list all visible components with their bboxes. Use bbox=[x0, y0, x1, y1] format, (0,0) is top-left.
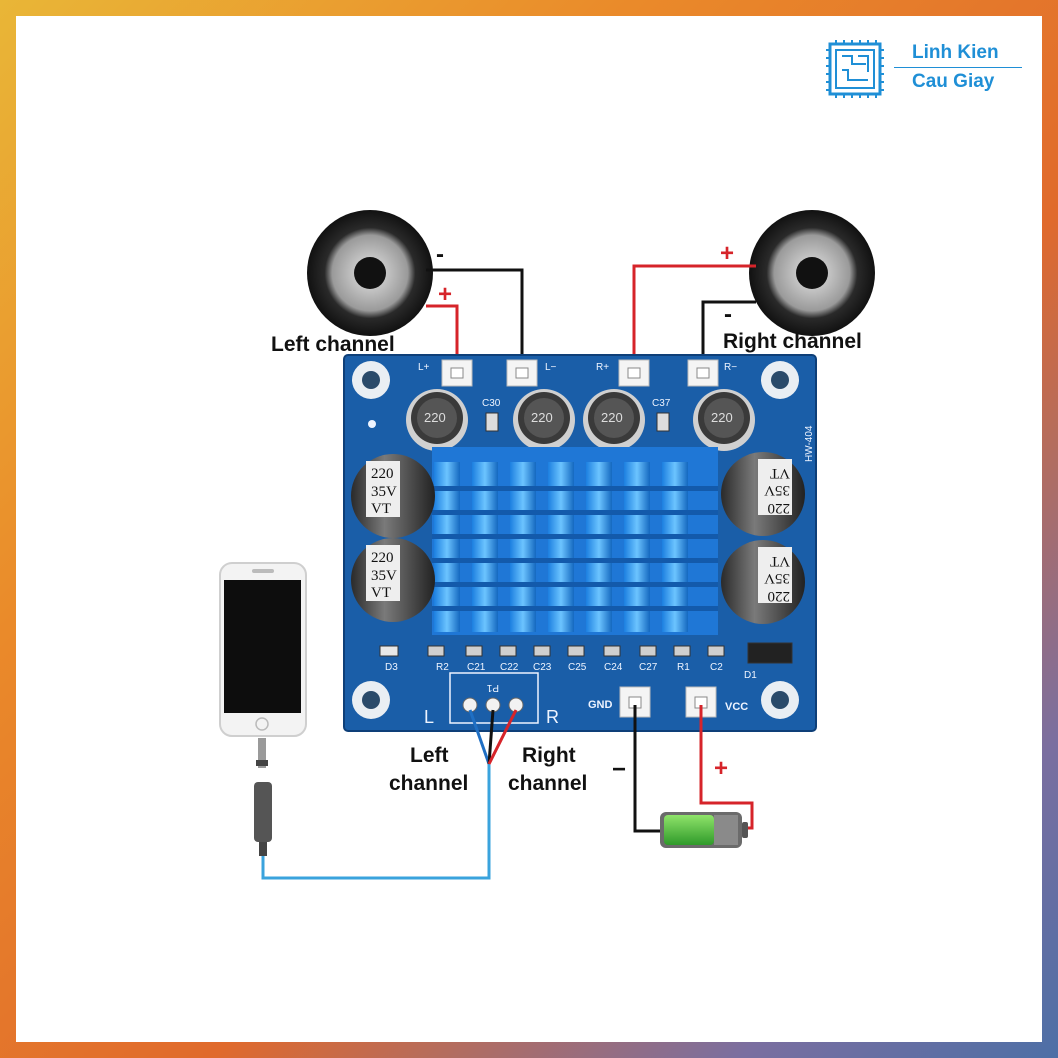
smartphone bbox=[219, 562, 307, 737]
input-left-label-line2: channel bbox=[389, 772, 468, 795]
right-speaker bbox=[749, 210, 875, 336]
chip-icon bbox=[826, 40, 884, 98]
input-right-mark: R bbox=[546, 707, 559, 727]
smd-component-row bbox=[379, 642, 793, 664]
brand-name-line1: Linh Kien bbox=[912, 42, 999, 63]
brand-name-line2: Cau Giay bbox=[912, 71, 995, 92]
capacitor-left-top: 220 35V VT bbox=[351, 454, 435, 538]
inductor-value: 220 bbox=[601, 410, 623, 425]
svg-text:220: 220 bbox=[371, 550, 394, 566]
silk-c24: C24 bbox=[604, 662, 623, 673]
svg-text:220: 220 bbox=[768, 500, 791, 516]
input-ground-wire bbox=[487, 709, 495, 765]
power-plus-sign: + bbox=[714, 755, 728, 782]
board-model-label: HW-404 bbox=[804, 425, 815, 462]
inductor-value: 220 bbox=[424, 410, 446, 425]
silk-c22: C22 bbox=[500, 662, 519, 673]
inductors: 220 220 220 220 bbox=[406, 389, 755, 451]
silk-c25: C25 bbox=[568, 662, 587, 673]
right-speaker-plus-wire bbox=[632, 264, 756, 370]
battery-icon bbox=[660, 812, 748, 848]
audio-cable bbox=[261, 762, 491, 880]
input-left-wire bbox=[468, 709, 491, 765]
vcc-label: VCC bbox=[725, 701, 748, 713]
silk-d3: D3 bbox=[385, 662, 398, 673]
silk-c21: C21 bbox=[467, 662, 486, 673]
terminal-l-minus-label: L− bbox=[545, 362, 557, 373]
brand-rule bbox=[894, 67, 1022, 68]
svg-text:220: 220 bbox=[371, 466, 394, 482]
right-speaker-minus-sign: - bbox=[724, 301, 732, 328]
svg-text:VT: VT bbox=[371, 501, 391, 517]
left-speaker bbox=[307, 210, 433, 336]
brand-logo: Linh Kien Cau Giay bbox=[822, 36, 1027, 102]
power-minus-sign: − bbox=[612, 756, 626, 783]
speaker-terminals bbox=[441, 359, 719, 387]
inductor-value: 220 bbox=[531, 410, 553, 425]
input-left-mark: L bbox=[424, 707, 434, 727]
silk-r1: R1 bbox=[677, 662, 690, 673]
left-speaker-plus-wire bbox=[426, 304, 459, 370]
input-left-label-line1: Left bbox=[410, 744, 449, 767]
svg-text:35V: 35V bbox=[371, 484, 397, 500]
right-channel-speaker-label: Right channel bbox=[723, 330, 862, 353]
left-channel-speaker-label: Left channel bbox=[271, 333, 395, 356]
silk-d1: D1 bbox=[744, 670, 757, 681]
input-right-label-line1: Right bbox=[522, 744, 576, 767]
terminal-l-plus-label: L+ bbox=[418, 362, 430, 373]
power-ground-wire bbox=[633, 705, 662, 833]
svg-text:35V: 35V bbox=[764, 570, 790, 586]
silk-c23: C23 bbox=[533, 662, 552, 673]
silk-r2: R2 bbox=[436, 662, 449, 673]
inductor-value: 220 bbox=[711, 410, 733, 425]
capacitor-right-bottom: 220 35V VT bbox=[721, 540, 805, 624]
capacitor-left-bottom: 220 35V VT bbox=[351, 538, 435, 622]
audio-input-header bbox=[449, 672, 539, 724]
terminal-r-plus-label: R+ bbox=[596, 362, 609, 373]
silk-c37: C37 bbox=[652, 398, 671, 409]
input-header-label: P1 bbox=[486, 682, 499, 693]
capacitor-right-top: 220 35V VT bbox=[721, 452, 805, 536]
power-vcc-wire bbox=[699, 705, 754, 830]
amplifier-board: L+ L− R+ R− 220 220 220 220 C30 bbox=[343, 354, 817, 732]
right-speaker-minus-wire bbox=[701, 300, 756, 370]
left-speaker-plus-sign: + bbox=[438, 281, 452, 308]
terminal-r-minus-label: R− bbox=[724, 362, 737, 373]
audio-jack-plug bbox=[254, 738, 272, 856]
silk-c30: C30 bbox=[482, 398, 501, 409]
svg-text:35V: 35V bbox=[371, 568, 397, 584]
silk-c2: C2 bbox=[710, 662, 723, 673]
mounting-holes bbox=[352, 361, 799, 719]
svg-text:VT: VT bbox=[770, 553, 790, 569]
left-speaker-minus-wire bbox=[426, 268, 524, 370]
silk-c27: C27 bbox=[639, 662, 658, 673]
left-speaker-minus-sign: - bbox=[436, 241, 444, 268]
svg-text:VT: VT bbox=[770, 465, 790, 481]
right-speaker-plus-sign: + bbox=[720, 240, 734, 267]
input-right-label-line2: channel bbox=[508, 772, 587, 795]
svg-text:35V: 35V bbox=[764, 482, 790, 498]
gnd-label: GND bbox=[588, 699, 613, 711]
svg-text:VT: VT bbox=[371, 585, 391, 601]
svg-text:220: 220 bbox=[768, 588, 791, 604]
input-right-wire bbox=[487, 709, 518, 765]
heatsink bbox=[432, 447, 718, 635]
